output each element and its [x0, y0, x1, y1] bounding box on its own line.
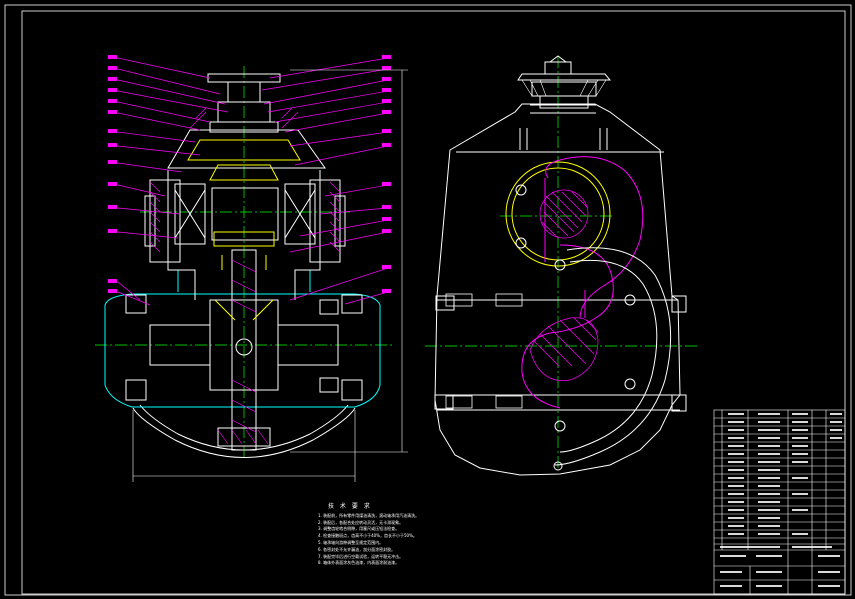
motor-flange [517, 55, 612, 114]
drawing-frame [4, 4, 852, 596]
centerlines-left [95, 66, 395, 460]
cross-section-view [95, 55, 408, 482]
upper-shaft-section [539, 189, 589, 239]
tech-note-line: 6. 各密封处不允许漏油，剖分面涂密封胶。 [318, 546, 396, 552]
lower-shaft-section [529, 317, 599, 381]
split-bolts [445, 293, 523, 409]
tech-note-line: 1. 装配前，所有零件用煤油清洗，滚动轴承用汽油清洗。 [318, 512, 420, 518]
scroll-casing [554, 247, 672, 466]
tech-note-line: 2. 装配后，各配合处应转动灵活，无卡滞现象。 [318, 519, 404, 525]
tech-note-line: 7. 装配完毕后进行空载试验，运转平稳无冲击。 [318, 553, 404, 559]
technical-requirements-title: 技 术 要 求 [328, 503, 372, 510]
tech-note-line: 5. 轴承轴向游隙调整至规定范围内。 [318, 539, 384, 545]
tech-note-line: 4. 检查接触斑点，齿高不小于40%，齿长不小于50%。 [318, 533, 417, 539]
s-passage [521, 156, 644, 409]
casting-outline [104, 270, 381, 408]
side-elevation-view [425, 55, 700, 476]
bolt-holes [515, 184, 636, 471]
centerlines-right [425, 56, 700, 470]
leader-lines [117, 57, 389, 306]
title-block [713, 409, 846, 595]
technical-requirements: 技 术 要 求 1. 装配前，所有零件用煤油清洗，滚动轴承用汽油清洗。 2. 装… [318, 503, 558, 567]
part-balloons [108, 55, 391, 293]
dimension-lines [132, 69, 408, 482]
gear-teeth [187, 139, 301, 321]
title-block-text-marks [720, 413, 842, 587]
title-block-rows [714, 417, 845, 545]
flange-fins [521, 79, 607, 97]
gearbox-body [434, 103, 687, 476]
tech-note-line: 3. 调整齿轮啮合侧隙，用塞尺或压铅法检查。 [318, 526, 400, 532]
tech-note-line: 8. 箱体外表面涂灰色油漆，内表面涂耐油漆。 [318, 560, 400, 566]
section-hatch [149, 107, 341, 445]
housing-outline [125, 73, 363, 451]
